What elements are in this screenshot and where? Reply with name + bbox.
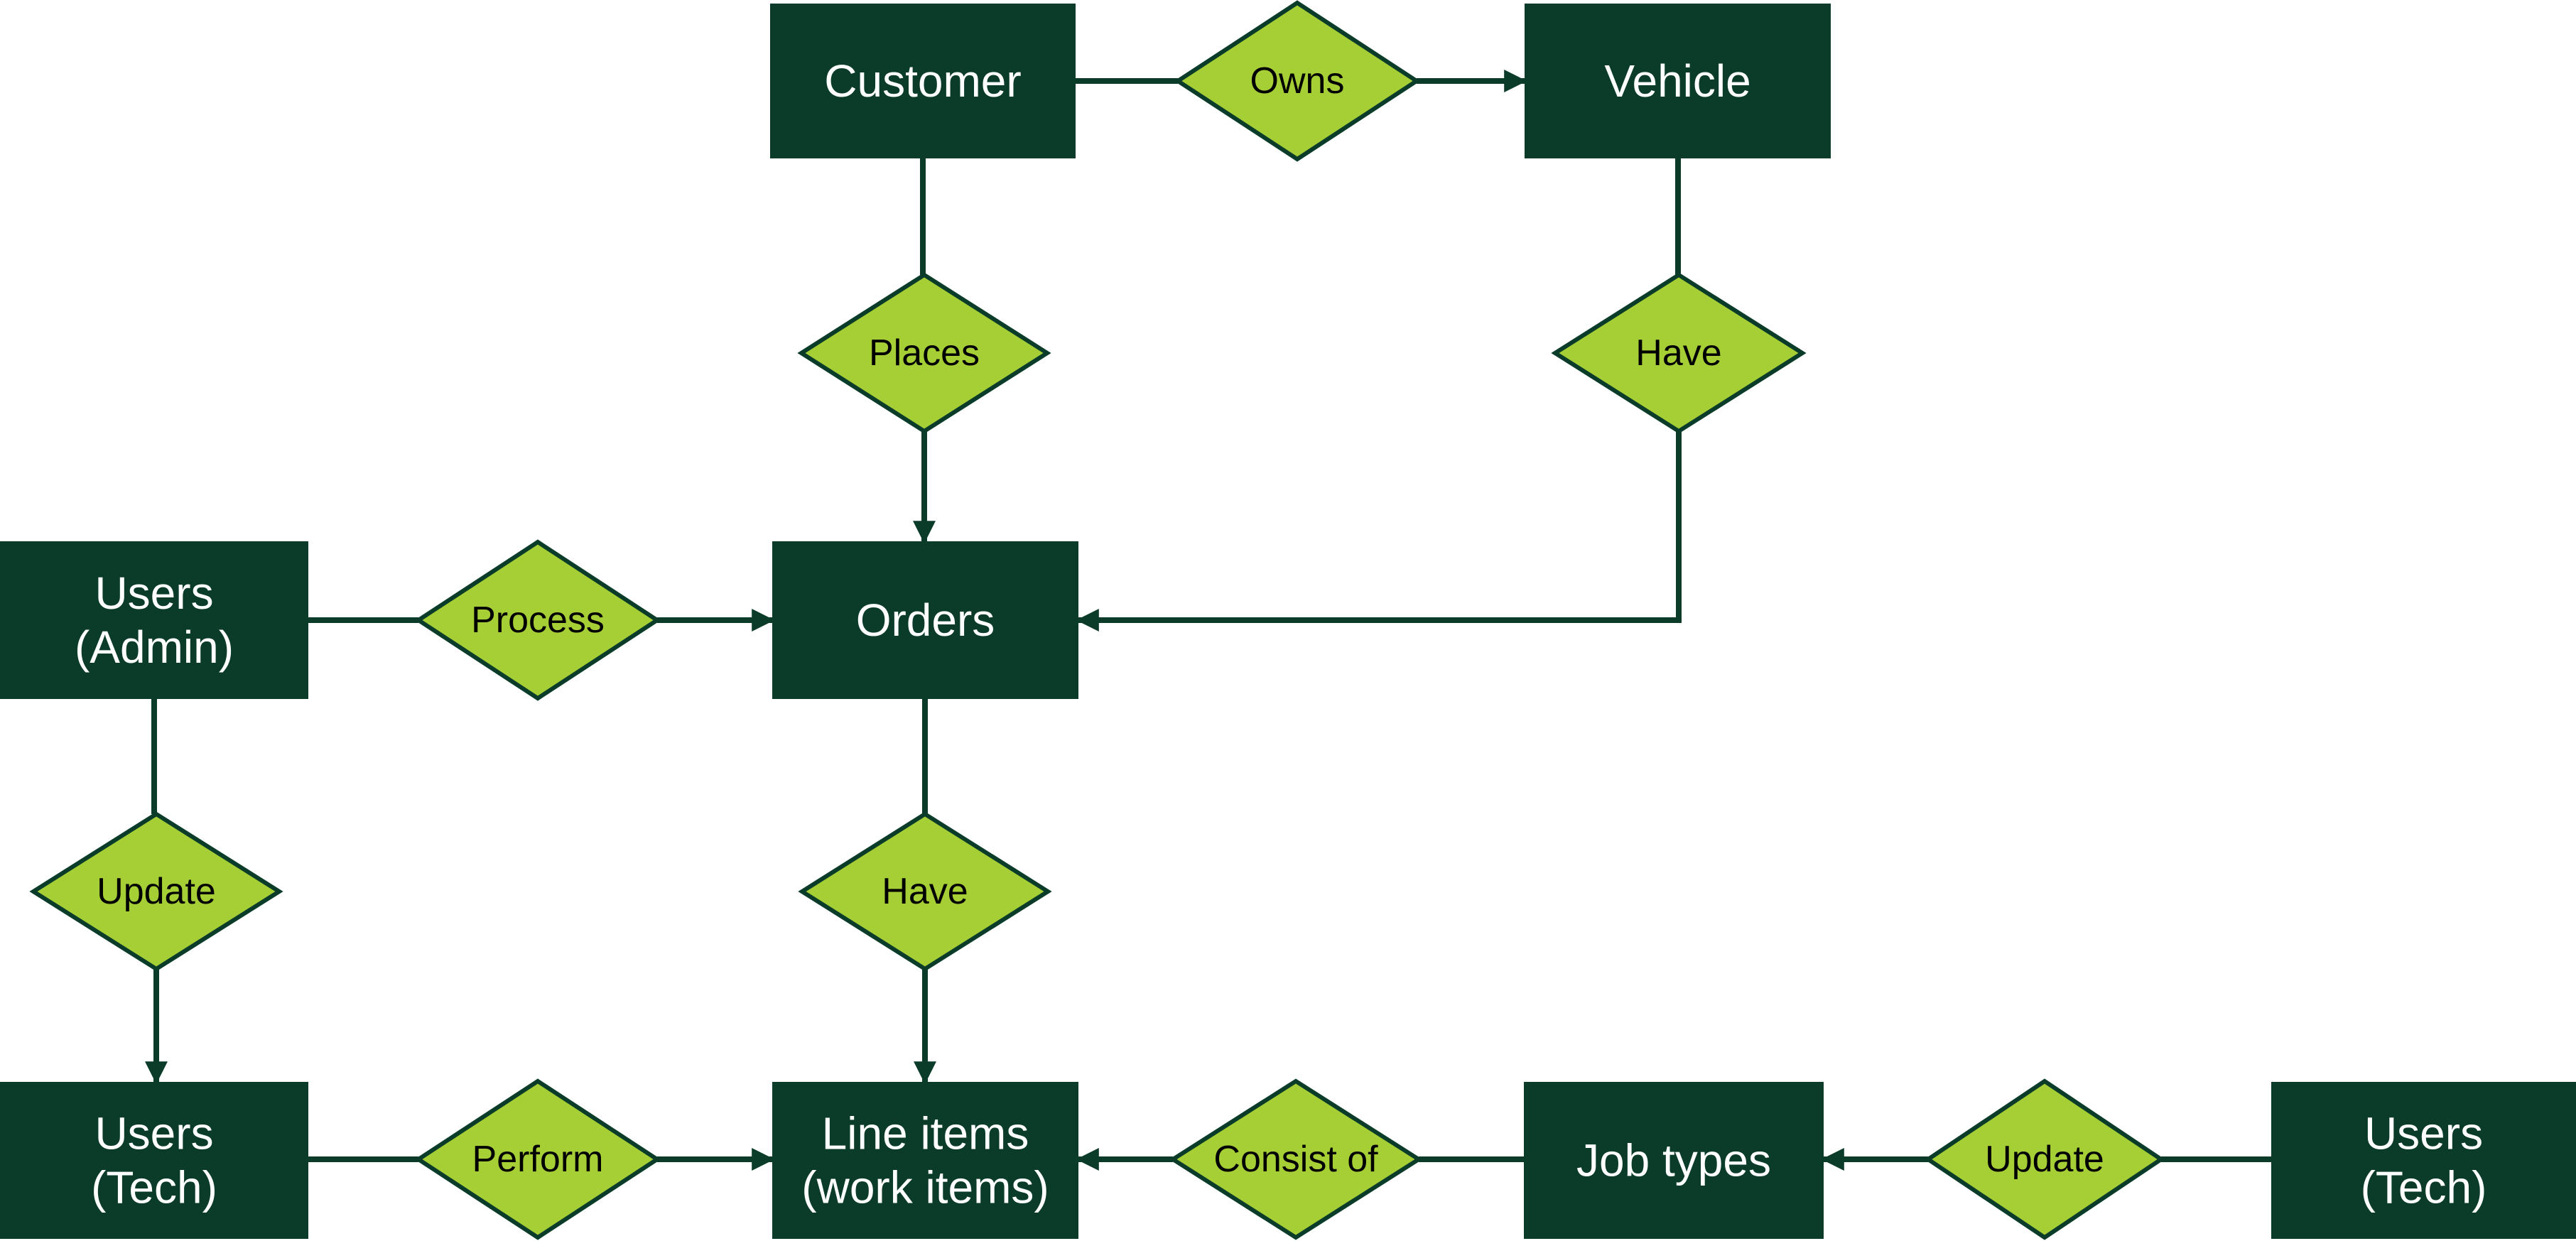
entity-customer-label: Customer (824, 55, 1021, 107)
relationship-update-left: Update (29, 811, 283, 972)
entity-job-types-label: Job types (1576, 1135, 1771, 1186)
entity-users-tech-right-label: (Tech) (2361, 1162, 2487, 1213)
relationship-process-label: Process (471, 600, 605, 641)
entity-orders-box (772, 541, 1078, 699)
entity-users-tech-right: Users(Tech) (2271, 1082, 2576, 1239)
entity-users-tech-left-label: (Tech) (91, 1162, 217, 1213)
relationship-perform-label: Perform (472, 1139, 604, 1180)
entity-job-types: Job types (1524, 1082, 1824, 1239)
relationship-consist-of-label: Consist of (1213, 1139, 1378, 1180)
relationship-process-diamond (414, 539, 661, 701)
relationship-places-diamond (797, 272, 1051, 434)
relationship-have-vehicle-label: Have (1635, 332, 1721, 374)
relationship-places: Places (797, 272, 1051, 434)
entity-vehicle-label: Vehicle (1604, 55, 1750, 107)
relationship-have-orders-diamond (798, 811, 1052, 972)
relationship-owns: Owns (1174, 0, 1421, 162)
relationship-perform: Perform (414, 1078, 661, 1240)
entity-orders-label: Orders (856, 595, 995, 646)
entity-users-tech-right-box (2271, 1082, 2576, 1239)
relationship-have-vehicle: Have (1551, 272, 1807, 434)
entity-line-items-label: Line items (822, 1108, 1029, 1159)
entity-users-admin-box (0, 541, 308, 699)
relationship-update-left-label: Update (97, 871, 216, 912)
entity-job-types-box (1524, 1082, 1824, 1239)
entity-users-tech-right-label: Users (2364, 1108, 2483, 1159)
entity-customer: Customer (770, 4, 1076, 158)
entity-users-admin-label: Users (94, 568, 213, 619)
entity-vehicle: Vehicle (1525, 4, 1831, 158)
entity-customer-box (770, 4, 1076, 158)
entity-line-items: Line items(work items) (772, 1082, 1078, 1239)
entity-users-tech-left: Users(Tech) (0, 1082, 308, 1239)
relationship-owns-diamond (1174, 0, 1421, 162)
relationship-update-right-diamond (1924, 1078, 2165, 1240)
relationship-perform-diamond (414, 1078, 661, 1240)
entity-users-tech-left-box (0, 1082, 308, 1239)
relationship-process: Process (414, 539, 661, 701)
entity-users-admin: Users(Admin) (0, 541, 308, 699)
relationship-owns-label: Owns (1250, 60, 1345, 102)
entity-line-items-box (772, 1082, 1078, 1239)
relationship-update-left-diamond (29, 811, 283, 972)
entity-users-tech-left-label: Users (94, 1108, 213, 1159)
relationship-have-orders: Have (798, 811, 1052, 972)
entity-vehicle-box (1525, 4, 1831, 158)
entity-users-admin-label: (Admin) (75, 622, 234, 673)
relationship-update-right-label: Update (1985, 1139, 2104, 1180)
relationship-places-label: Places (869, 332, 980, 374)
entity-line-items-label: (work items) (801, 1162, 1049, 1213)
relationship-consist-of-diamond (1169, 1078, 1423, 1240)
relationship-have-vehicle-diamond (1551, 272, 1807, 434)
connector-have-vehicle-to-orders (1076, 431, 1682, 632)
entity-orders: Orders (772, 541, 1078, 699)
relationship-consist-of: Consist of (1169, 1078, 1423, 1240)
relationship-have-orders-label: Have (882, 871, 968, 912)
relationship-update-right: Update (1924, 1078, 2165, 1240)
